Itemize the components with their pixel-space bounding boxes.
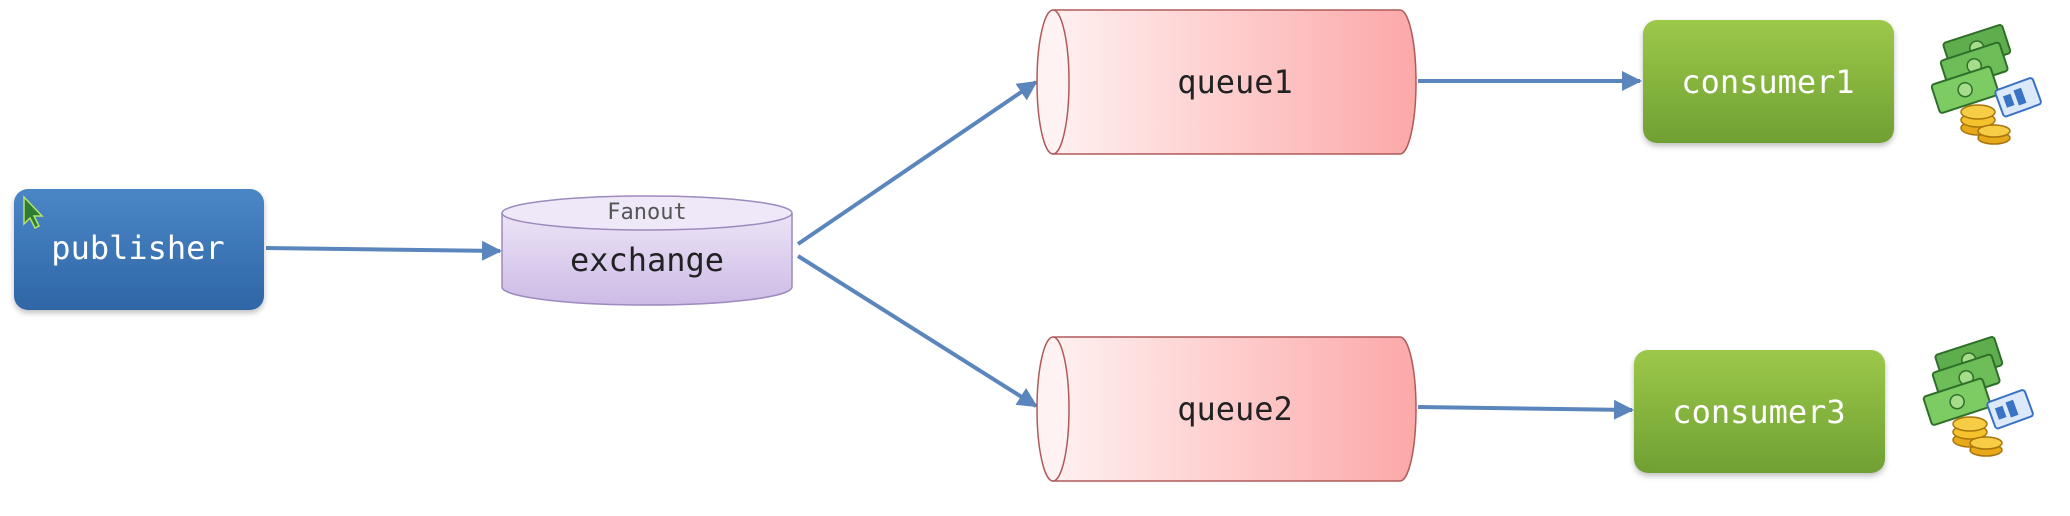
consumer3-box	[1634, 350, 1885, 473]
exchange-body	[501, 213, 793, 306]
arrow-exchange-queue1	[796, 80, 1038, 246]
money-icon	[1922, 336, 2034, 457]
arrow-exchange-queue2	[796, 254, 1038, 408]
cursor-icon	[23, 195, 44, 230]
consumer1-node[interactable]: consumer1	[1643, 20, 1894, 143]
consumer1-box	[1643, 20, 1894, 143]
queue1-node[interactable]: queue1	[1036, 9, 1417, 155]
queue2-end	[1036, 336, 1070, 482]
queue2-label: queue2	[1177, 390, 1293, 428]
exchange-label: exchange	[570, 241, 724, 279]
publisher-node[interactable]: publisher	[14, 189, 264, 310]
publisher-box	[14, 189, 264, 310]
queue1-label: queue1	[1177, 63, 1293, 101]
exchange-type-label: Fanout	[607, 200, 686, 225]
exchange-top	[501, 195, 793, 231]
queue2-node[interactable]: queue2	[1036, 336, 1417, 482]
queue1-end	[1036, 9, 1070, 155]
exchange-node[interactable]: Fanout exchange	[501, 195, 793, 306]
queue2-body	[1052, 336, 1417, 482]
queue1-body	[1052, 9, 1417, 155]
money-icon	[1930, 24, 2042, 145]
consumer1-label: consumer1	[1681, 63, 1854, 101]
publisher-label: publisher	[51, 229, 224, 267]
arrow-queue2-consumer3	[1417, 399, 1634, 420]
arrows	[265, 71, 1642, 420]
consumer3-label: consumer3	[1672, 393, 1845, 431]
consumer3-node[interactable]: consumer3	[1634, 350, 1885, 473]
arrow-publisher-exchange	[265, 240, 502, 261]
